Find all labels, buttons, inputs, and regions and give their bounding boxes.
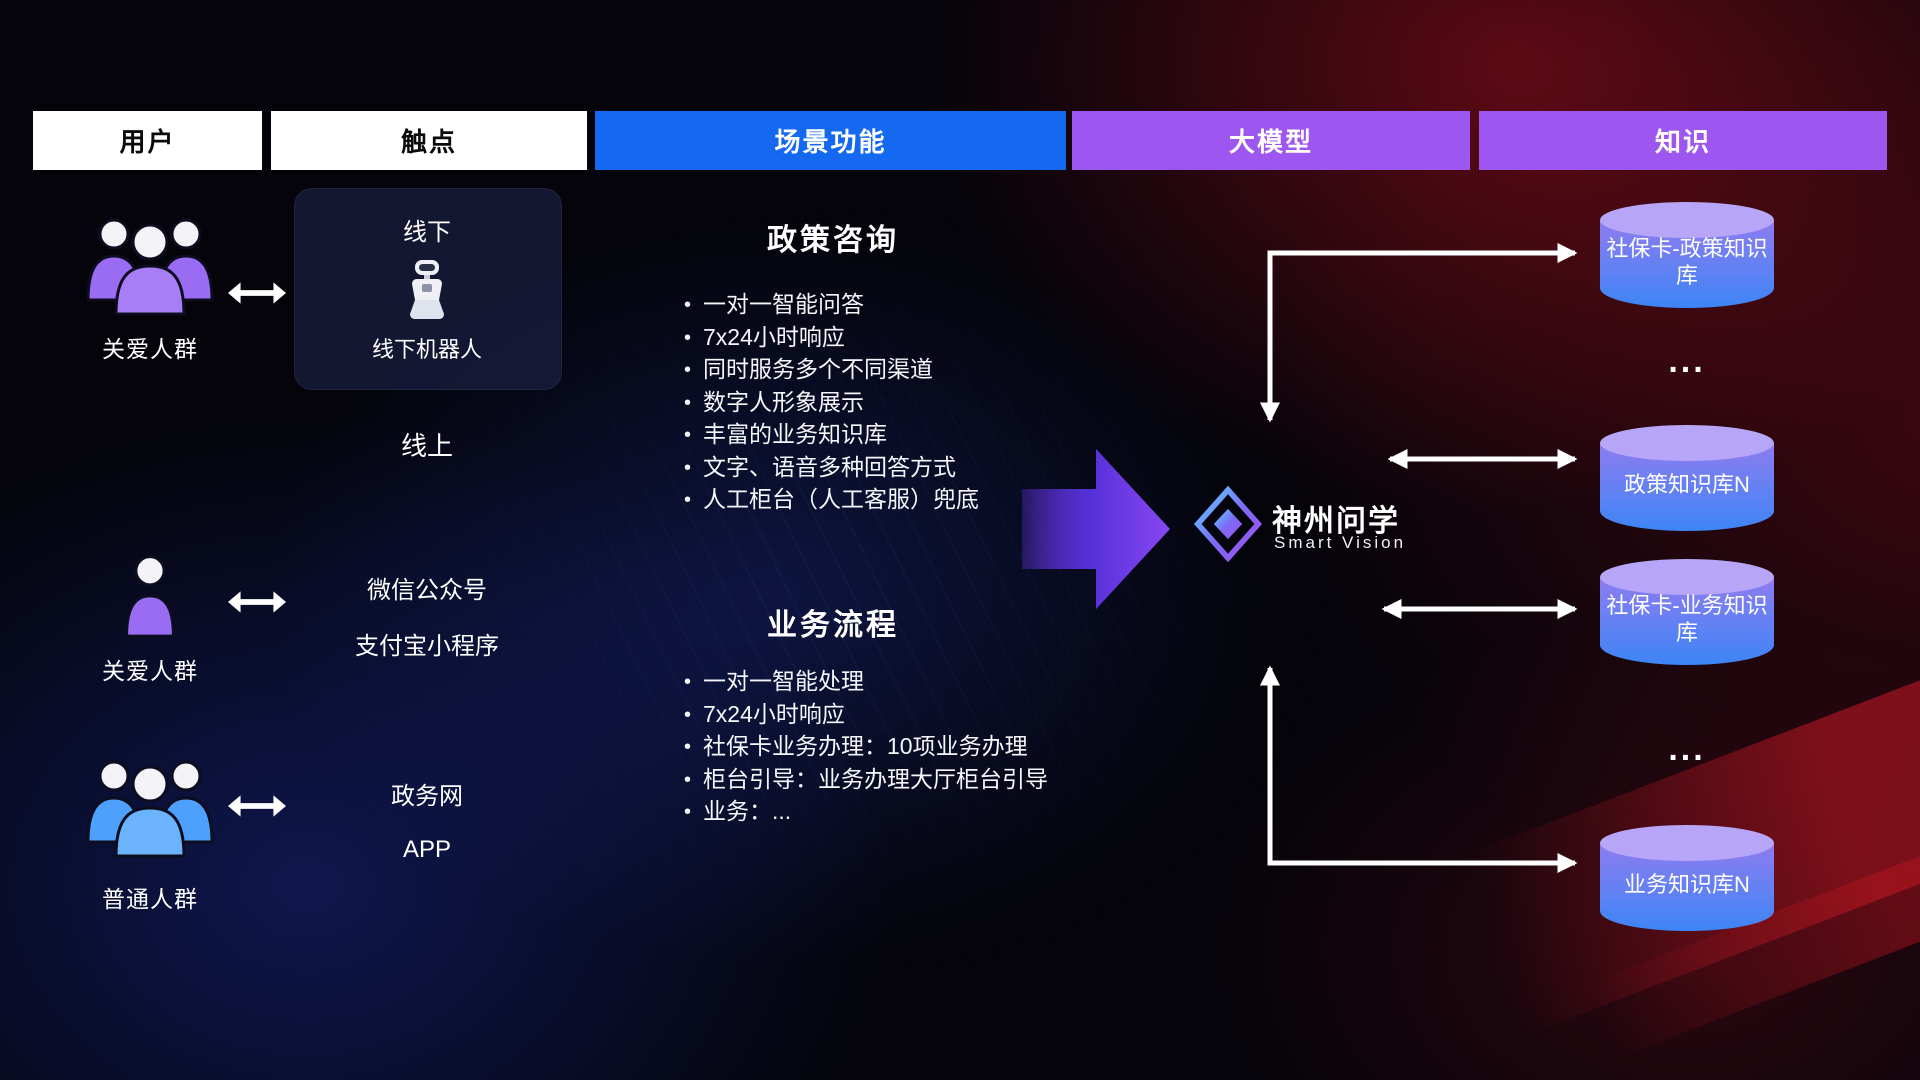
header-label: 场景功能 — [774, 127, 887, 157]
online-title: 线上 — [400, 431, 453, 461]
header-col-touchpoints: 触点 — [271, 111, 587, 170]
database-label: 社保卡-政策知识库 — [1606, 235, 1768, 289]
user-label-general-public: 普通人群 — [102, 886, 198, 912]
bullet-item: 社保卡业务办理：10项业务办理 — [684, 730, 1048, 763]
database-cylinder-icon — [1600, 825, 1774, 931]
bullet-item: 一对一智能处理 — [684, 665, 1048, 698]
touchpoint-app: APP — [402, 836, 452, 863]
robot-icon — [410, 260, 444, 319]
database-label: 政策知识库N — [1624, 472, 1750, 498]
bullet-item: 数字人形象展示 — [684, 386, 979, 419]
user-group-blue-icon — [86, 760, 214, 858]
touchpoint-gov-web: 政务网 — [391, 783, 463, 810]
scenario-title-business: 业务流程 — [767, 609, 899, 642]
knowledge-db-sscard-business: 社保卡-业务知识库 — [1598, 557, 1776, 669]
header-col-scenarios: 场景功能 — [595, 111, 1066, 170]
bullet-item: 人工柜台（人工客服）兜底 — [684, 483, 979, 516]
bullet-item: 丰富的业务知识库 — [684, 418, 979, 451]
user-single-purple-icon — [125, 555, 175, 638]
bullet-item: 一对一智能问答 — [684, 288, 979, 321]
brand-name: 神州问学 — [1272, 505, 1400, 538]
header-col-knowledge: 知识 — [1479, 111, 1887, 170]
business-bullet-list: 一对一智能处理 7x24小时响应 社保卡业务办理：10项业务办理 柜台引导：业务… — [684, 665, 1048, 828]
database-cylinder-icon — [1600, 202, 1774, 308]
database-cylinder-icon — [1600, 559, 1774, 665]
offline-title: 线下 — [403, 219, 451, 246]
header-label: 知识 — [1654, 127, 1711, 157]
ellipsis-top: ... — [1668, 342, 1706, 380]
header-col-users: 用户 — [33, 111, 262, 170]
touchpoint-alipay: 支付宝小程序 — [355, 633, 499, 660]
brand-subtitle: Smart Vision — [1274, 533, 1407, 552]
user-label-care-group-1: 关爱人群 — [102, 336, 198, 362]
double-arrow-icon — [228, 591, 286, 613]
header-label: 触点 — [400, 127, 457, 157]
double-arrow-icon — [228, 282, 286, 304]
knowledge-db-sscard-policy: 社保卡-政策知识库 — [1598, 200, 1776, 312]
touchpoint-wechat: 微信公众号 — [367, 577, 487, 604]
user-label-care-group-2: 关爱人群 — [102, 658, 198, 684]
database-label: 社保卡-业务知识库 — [1606, 592, 1768, 646]
database-cylinder-icon — [1600, 425, 1774, 531]
bullet-item: 7x24小时响应 — [684, 698, 1048, 731]
bullet-item: 7x24小时响应 — [684, 321, 979, 354]
database-label: 业务知识库N — [1624, 872, 1750, 898]
offline-touchpoint-card — [294, 188, 562, 390]
header-label: 大模型 — [1228, 127, 1313, 157]
double-arrow-icon — [228, 795, 286, 817]
user-group-purple-icon — [86, 218, 214, 316]
bullet-item: 同时服务多个不同渠道 — [684, 353, 979, 386]
offline-robot-label: 线下机器人 — [371, 337, 482, 362]
scenario-title-policy: 政策咨询 — [767, 224, 899, 257]
brand-diamond-logo-icon — [1194, 486, 1262, 562]
header-label: 用户 — [119, 127, 176, 157]
knowledge-db-business-n: 业务知识库N — [1598, 823, 1776, 935]
bullet-item: 柜台引导：业务办理大厅柜台引导 — [684, 763, 1048, 796]
policy-bullet-list: 一对一智能问答 7x24小时响应 同时服务多个不同渠道 数字人形象展示 丰富的业… — [684, 288, 979, 516]
header-col-model: 大模型 — [1072, 111, 1470, 170]
knowledge-db-policy-n: 政策知识库N — [1598, 423, 1776, 535]
bullet-item: 业务：... — [684, 795, 1048, 828]
bullet-item: 文字、语音多种回答方式 — [684, 451, 979, 484]
ellipsis-bottom: ... — [1668, 730, 1706, 768]
